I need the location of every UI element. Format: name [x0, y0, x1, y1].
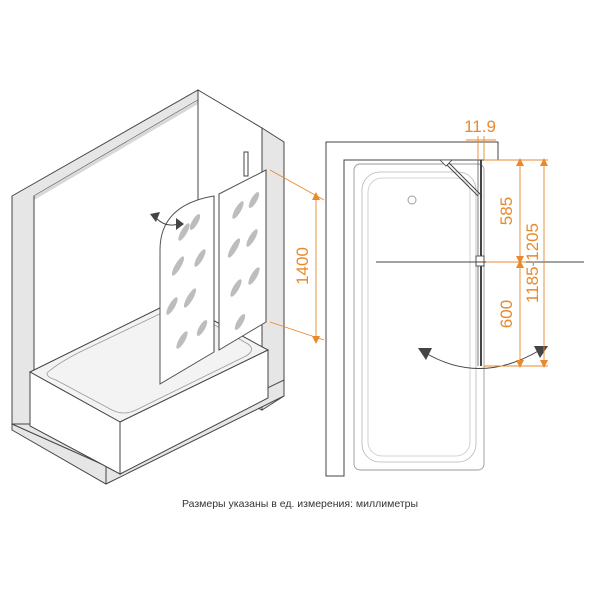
post-width-dimension: 11.9	[464, 117, 496, 160]
plan-glass	[475, 160, 485, 366]
height-dimension: 1400	[269, 169, 325, 344]
total-width-dimension: 1185-1205	[523, 158, 548, 368]
total-width-label: 1185-1205	[523, 223, 542, 303]
plan-bathtub	[353, 163, 485, 471]
fixed-panel-dimension: 585	[484, 158, 526, 264]
units-caption: Размеры указаны в ед. измерения: миллиме…	[181, 498, 419, 510]
drain-icon	[407, 195, 417, 205]
swing-panel-label: 600	[497, 300, 516, 328]
swing-panel-dimension: 600	[484, 260, 526, 368]
isometric-view: 1400	[11, 89, 325, 485]
plan-wall	[325, 141, 499, 477]
plan-post	[475, 255, 485, 267]
post-width-label: 11.9	[464, 117, 496, 136]
swing-arrow-icon	[150, 212, 184, 230]
height-label: 1400	[293, 247, 312, 285]
plan-hinge	[439, 159, 483, 197]
glass-pattern	[166, 192, 260, 349]
plan-view: 11.9 585 600 1185-1205	[325, 117, 584, 477]
plan-swing-arrow-icon	[418, 346, 548, 369]
shower-screen	[159, 151, 267, 385]
wall-bracket	[243, 151, 249, 177]
fixed-panel-label: 585	[497, 197, 516, 225]
